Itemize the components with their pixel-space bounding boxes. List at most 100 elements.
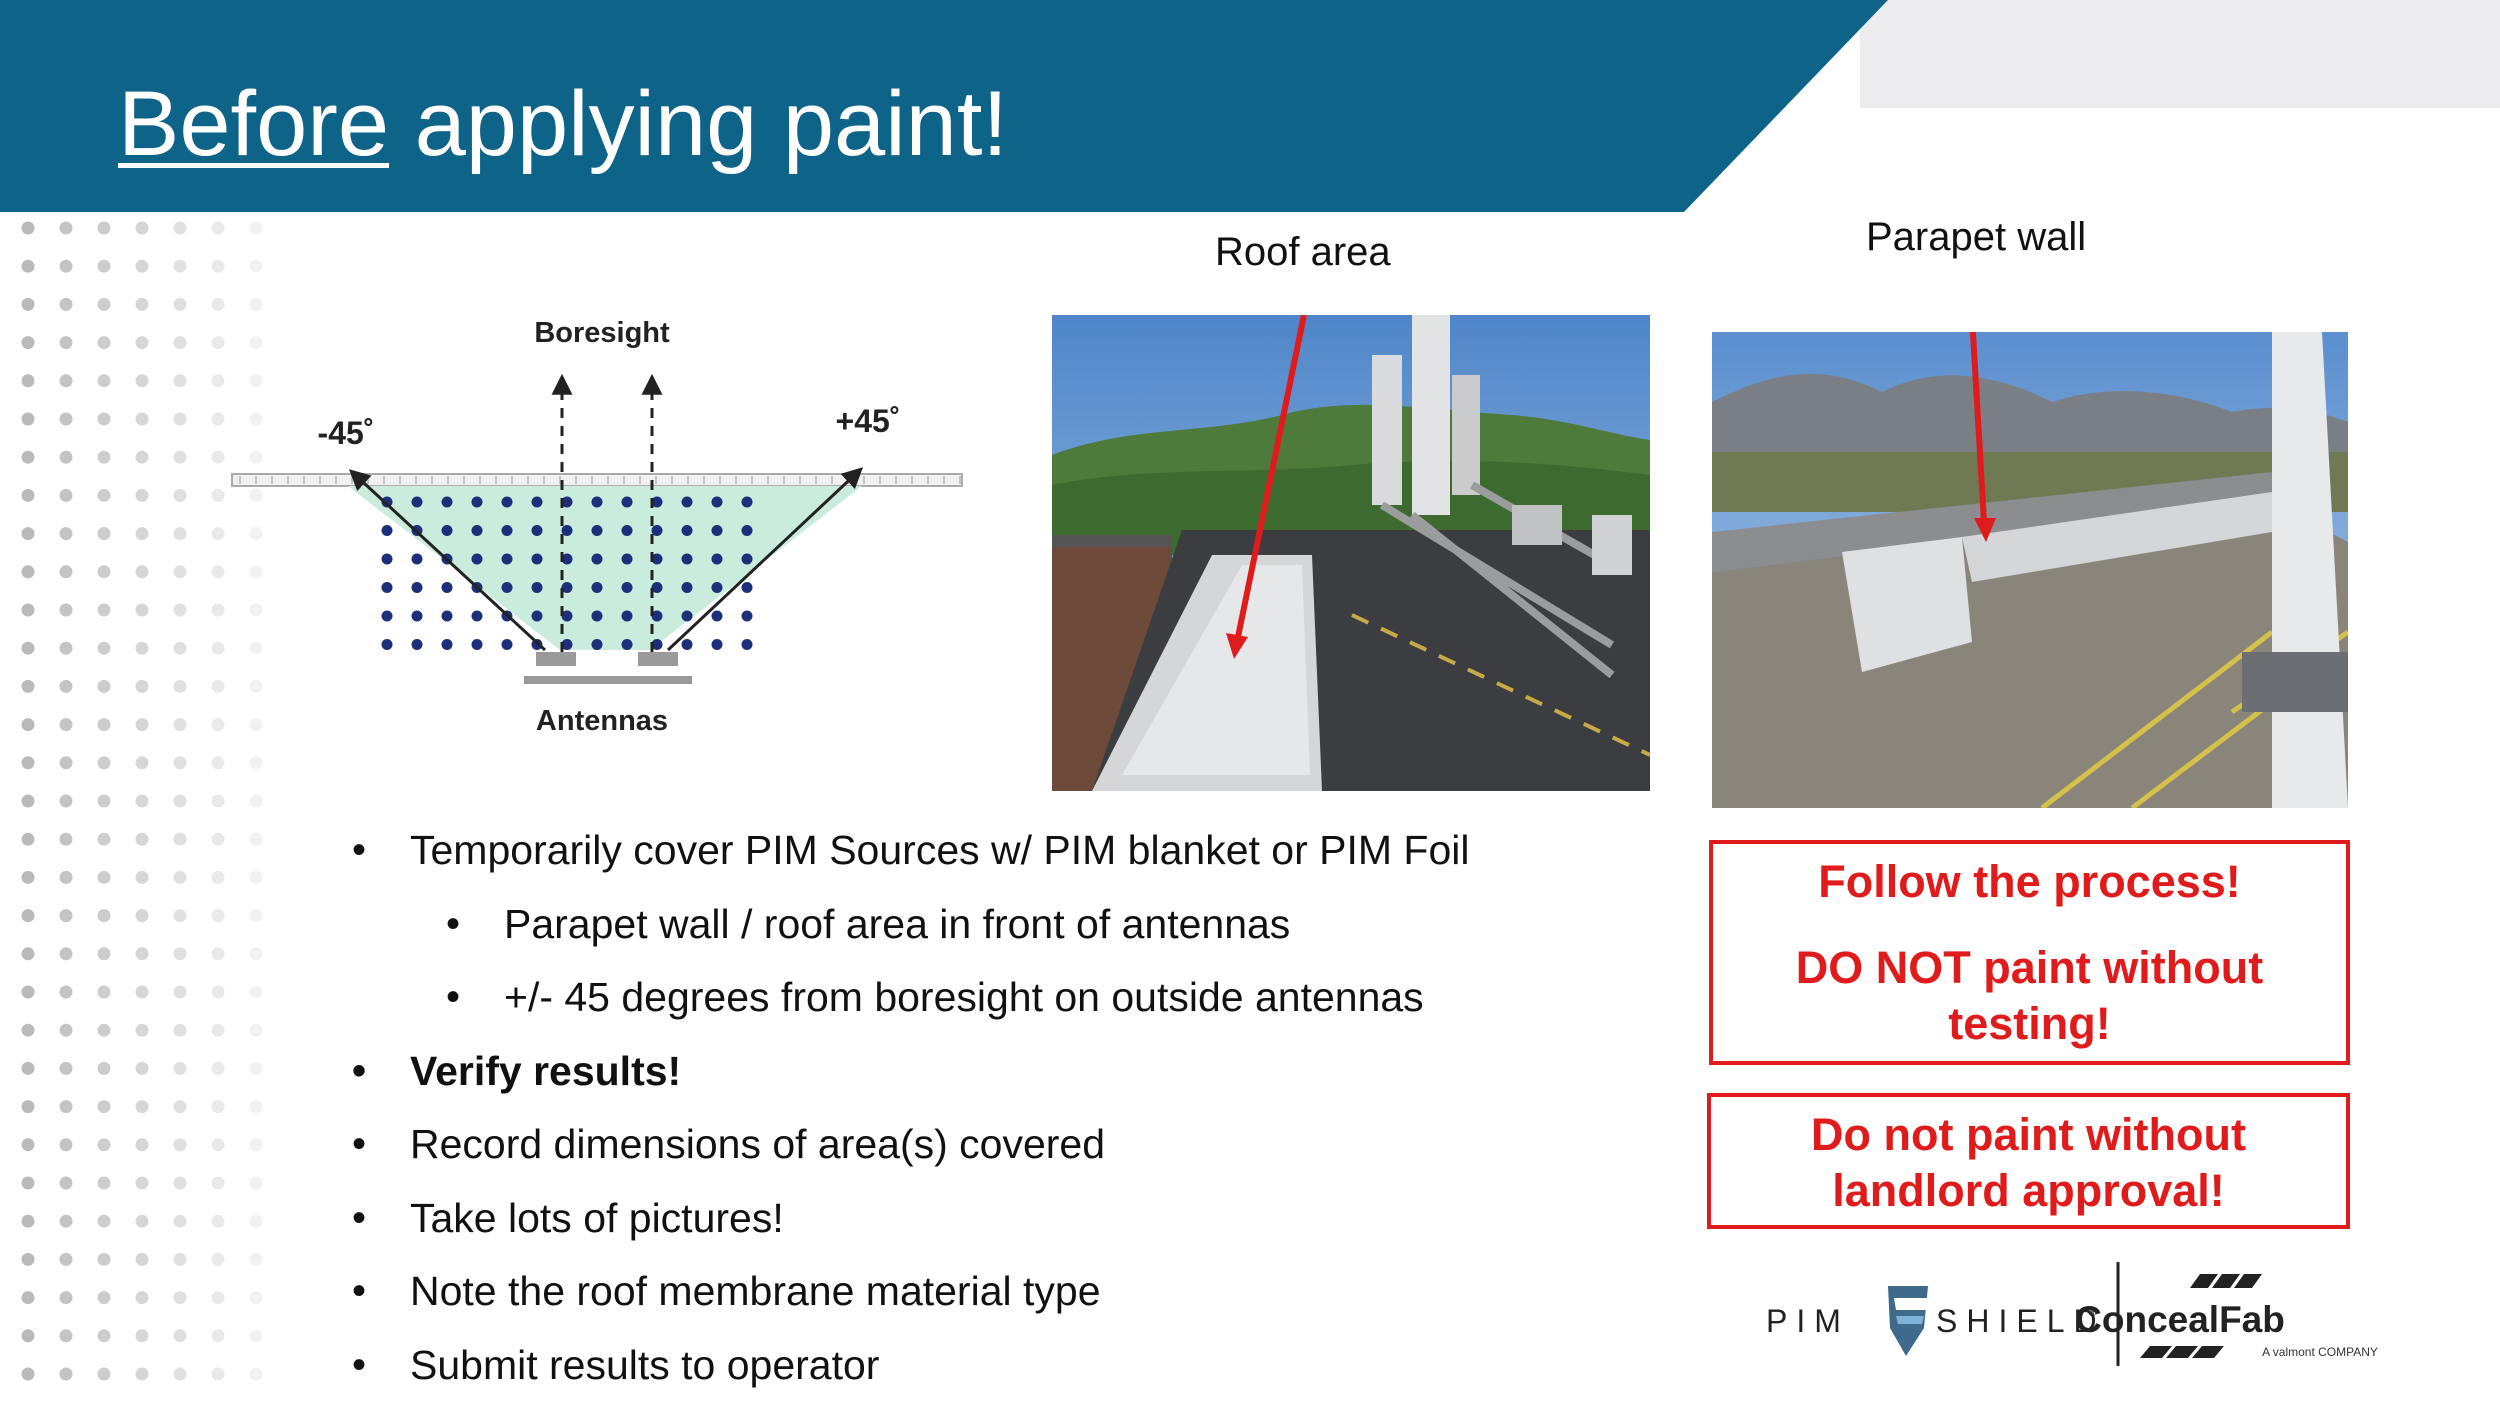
list-item: Record dimensions of area(s) covered [340,1114,1469,1188]
decor-dot [22,833,35,846]
decor-dot [136,1062,149,1075]
grid-dot [502,525,513,536]
decor-dot [250,1291,263,1304]
decor-dot [250,795,263,808]
grid-dot [442,525,453,536]
decor-dot [250,1024,263,1037]
decor-dot [60,1291,73,1304]
minus-45-label: -45˚ [318,415,375,451]
decor-dot [98,1291,111,1304]
decor-dot [60,451,73,464]
footer-logos: PIM SHIELD ® ConcealFab A valmont COMPAN… [1760,1258,2410,1368]
grid-dot [622,554,633,565]
decor-dot [136,222,149,235]
decor-dot [60,527,73,540]
concealfab-logo-text: ConcealFab [2075,1299,2285,1340]
decor-dot [98,489,111,502]
decor-dot [136,718,149,731]
decor-dot [212,1215,225,1228]
decor-dot [174,909,187,922]
decor-dot [250,260,263,273]
grid-dot [742,497,753,508]
decor-dot [22,1062,35,1075]
decor-dot [174,604,187,617]
decor-dot [174,1329,187,1342]
decor-dot [136,527,149,540]
decor-dot [136,680,149,693]
decor-dot [98,680,111,693]
decor-dot [174,1253,187,1266]
decor-dot [250,1329,263,1342]
decor-dot [136,833,149,846]
decor-dot [60,909,73,922]
decor-dot [22,222,35,235]
decor-dot [22,1215,35,1228]
decor-dot [22,604,35,617]
grid-dot [742,611,753,622]
warning-box-landlord: Do not paint without landlord approval! [1707,1093,2350,1229]
pimshield-logo-pim: PIM [1766,1303,1850,1339]
decor-dot [250,871,263,884]
grid-dot [682,497,693,508]
decor-dot [212,833,225,846]
decor-dot [250,1177,263,1190]
decor-dot [212,1368,225,1381]
decor-dot [174,795,187,808]
decor-dot [250,1138,263,1151]
decor-dot [22,718,35,731]
grid-dot [712,497,723,508]
decor-dot [60,1177,73,1190]
grid-dot [682,525,693,536]
grid-dot [532,554,543,565]
grid-dot [682,582,693,593]
shield-icon [1888,1286,1928,1356]
decor-dot [98,1329,111,1342]
grid-dot [382,639,393,650]
decor-dot [60,1215,73,1228]
decor-dot [136,642,149,655]
list-item: Submit results to operator [340,1335,1469,1408]
grid-dot [712,554,723,565]
decor-dot [60,222,73,235]
decor-dot [60,795,73,808]
decor-dot [174,1177,187,1190]
decor-dot [22,565,35,578]
decor-dot [212,1138,225,1151]
decor-dot [136,1177,149,1190]
grid-dot [472,554,483,565]
decor-dot [212,1100,225,1113]
grid-dot [682,554,693,565]
grid-dot [622,497,633,508]
warning-follow-process: Follow the process! [1713,854,2346,910]
grid-dot [622,611,633,622]
decor-dot [60,1138,73,1151]
decor-dot [98,222,111,235]
decor-dot [212,986,225,999]
slide-title: Before applying paint! [118,72,1008,177]
list-item: Verify results! [340,1041,1469,1115]
antenna-mount [524,676,692,684]
decor-dot [22,909,35,922]
grid-dot [742,582,753,593]
decor-dot [98,1062,111,1075]
decor-dot [250,909,263,922]
decor-dot [22,1291,35,1304]
decor-dot [136,1368,149,1381]
decor-dot [98,1253,111,1266]
decor-dot [60,413,73,426]
decor-dot [98,451,111,464]
antenna-diagram: Boresight -45˚ +45˚ Antennas [220,300,1000,750]
decor-dot [174,1291,187,1304]
grid-dot [592,525,603,536]
decor-dot [60,1100,73,1113]
list-item: Temporarily cover PIM Sources w/ PIM bla… [340,820,1469,894]
decor-dot [250,947,263,960]
decor-dot [174,1100,187,1113]
decor-dot [22,451,35,464]
decor-dot [136,947,149,960]
valmont-tagline: A valmont COMPANY [2262,1345,2378,1359]
decor-dot [250,1100,263,1113]
decor-dot [212,909,225,922]
list-item: Take lots of pictures! [340,1188,1469,1262]
plus-45-label: +45˚ [836,403,901,439]
